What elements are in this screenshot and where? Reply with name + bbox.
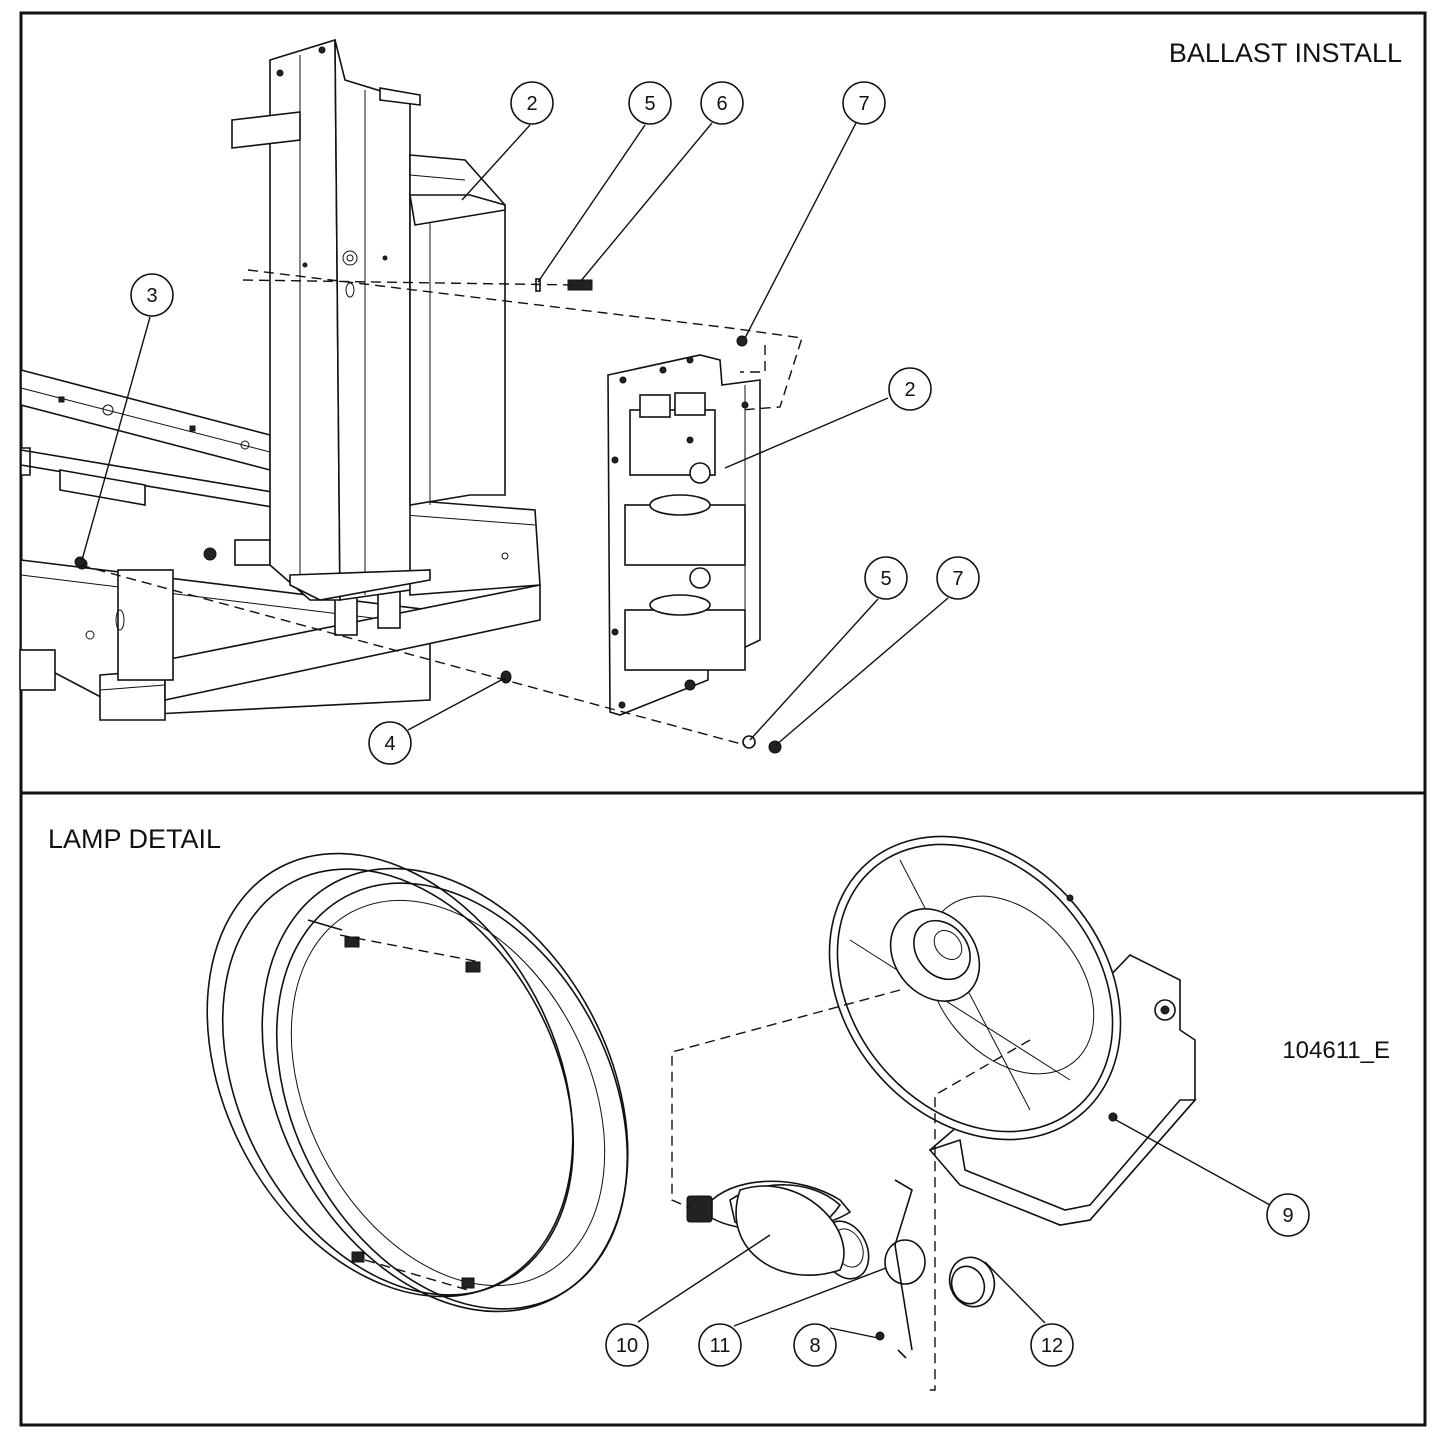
- callout-mid-5: 5: [749, 556, 908, 741]
- svg-text:8: 8: [809, 1335, 820, 1357]
- svg-text:9: 9: [1282, 1205, 1293, 1227]
- svg-text:3: 3: [146, 285, 157, 307]
- svg-text:7: 7: [858, 93, 869, 115]
- callout-top-7: 7: [744, 81, 886, 339]
- callout-top-6: 6: [579, 81, 744, 283]
- svg-text:7: 7: [952, 568, 963, 590]
- outer-frame: [19, 11, 1427, 1427]
- ballast-enclosure: [409, 154, 506, 506]
- ballast-install-title: BALLAST INSTALL: [1169, 38, 1402, 68]
- vertical-post: [231, 38, 431, 601]
- callout-bot-9: 9: [1115, 1119, 1310, 1237]
- callout-mid-7: 7: [775, 556, 980, 746]
- svg-text:11: 11: [710, 1335, 731, 1357]
- callout-top-2: 2: [461, 81, 554, 201]
- svg-text:2: 2: [526, 93, 537, 115]
- lamp-detail-drawing: [206, 835, 1197, 1391]
- nut-top-7: [736, 335, 748, 347]
- screw-9: [1108, 1112, 1118, 1122]
- washer-4: [500, 670, 512, 684]
- ballast-plate: [607, 354, 761, 716]
- callout-top-3: 3: [81, 273, 174, 561]
- callout-top-5: 5: [537, 81, 672, 283]
- svg-text:5: 5: [644, 93, 655, 115]
- svg-text:5: 5: [880, 568, 891, 590]
- lamp-detail-title: LAMP DETAIL: [48, 824, 221, 854]
- washer-bottom-5: [742, 735, 756, 749]
- screw-8: [875, 1331, 885, 1341]
- svg-text:6: 6: [716, 93, 727, 115]
- alignment-lines-bottom: [671, 989, 1031, 1391]
- lamp-bulb: [686, 1180, 870, 1280]
- reflector-housing: [828, 835, 1197, 1226]
- svg-text:12: 12: [1041, 1335, 1063, 1357]
- drawing-number: 104611_E: [1282, 1037, 1390, 1064]
- callout-bot-8: 8: [793, 1323, 879, 1367]
- lens-ring-assembly: [206, 852, 629, 1313]
- callout-bot-11: 11: [698, 1267, 887, 1367]
- svg-text:4: 4: [384, 733, 395, 755]
- svg-text:2: 2: [904, 379, 915, 401]
- spring-clip: [884, 1179, 926, 1359]
- callout-bot-12: 12: [984, 1261, 1074, 1367]
- alignment-lines-top: [79, 269, 803, 746]
- callout-bot-10: 10: [605, 1234, 771, 1367]
- retaining-ring: [948, 1256, 996, 1308]
- callout-mid-2: 2: [724, 367, 932, 469]
- ballast-install-drawing: [19, 38, 803, 754]
- callout-top-4: 4: [368, 677, 506, 765]
- svg-text:10: 10: [616, 1335, 638, 1357]
